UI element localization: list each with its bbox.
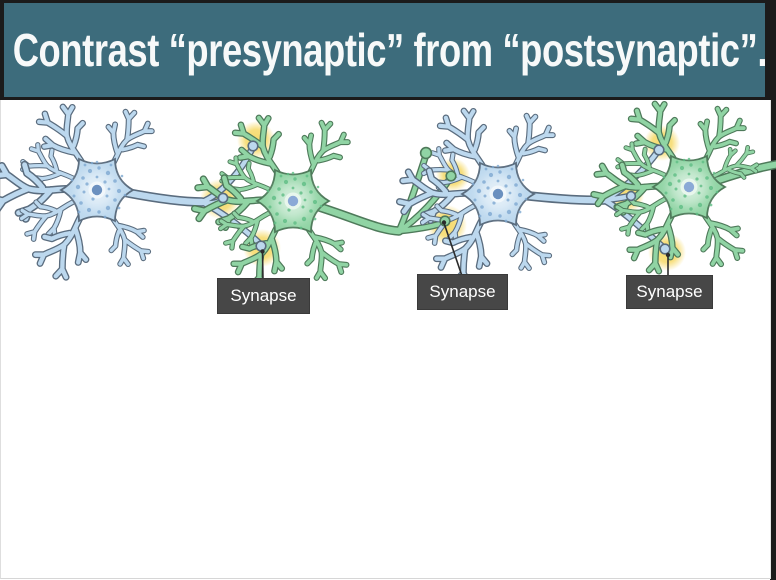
slide-body: [0, 100, 771, 579]
screen-right-border: [770, 0, 776, 580]
synapse-label-2-text: Synapse: [429, 282, 496, 301]
leader-lines: [260, 220, 671, 281]
neuron-diagram: Synapse Synapse Synapse: [0, 100, 776, 580]
axon-terminals: [217, 140, 671, 255]
synapse-label-2: Synapse: [418, 275, 507, 309]
neuron-4: [594, 100, 761, 279]
synapse-label-1-text: Synapse: [230, 286, 297, 305]
neuron-2: [195, 111, 355, 293]
neuron-diagram-svg: [0, 100, 776, 580]
synapse-label-3: Synapse: [627, 276, 712, 308]
slide-title: Contrast “presynaptic” from “postsynapti…: [12, 24, 765, 76]
slide-header: Contrast “presynaptic” from “postsynapti…: [4, 3, 765, 97]
synapse-label-1: Synapse: [218, 279, 309, 313]
synapse-label-3-text: Synapse: [636, 282, 703, 301]
